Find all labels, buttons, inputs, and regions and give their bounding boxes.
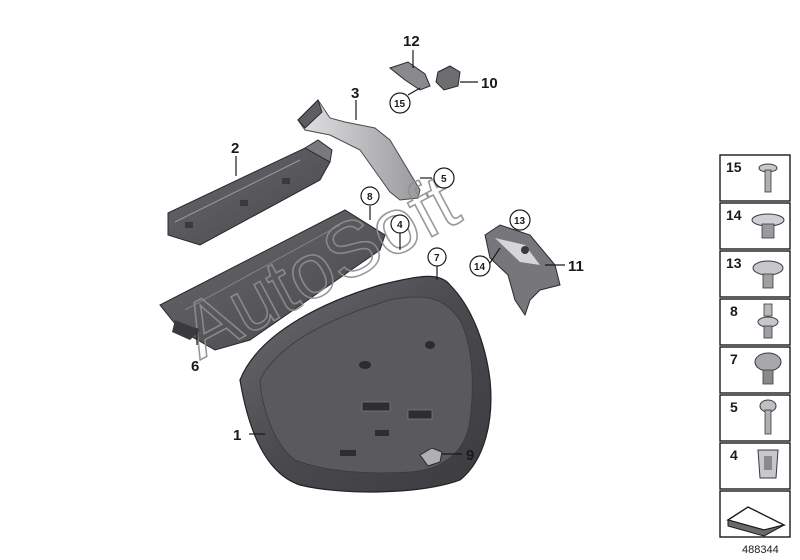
callout-11: 11 xyxy=(568,258,584,275)
callout-7: 7 xyxy=(434,253,440,264)
legend-num-15: 15 xyxy=(726,159,742,175)
screw-icon xyxy=(758,163,778,193)
part-11-side-trim xyxy=(484,224,561,317)
callout-5: 5 xyxy=(441,174,447,185)
nut-clip-icon xyxy=(757,449,779,479)
arrow-icon xyxy=(726,506,787,537)
callout-12: 12 xyxy=(403,33,420,50)
legend-num-8: 8 xyxy=(730,303,738,319)
callout-10: 10 xyxy=(481,75,498,92)
part-9-clip xyxy=(419,447,443,467)
callout-6: 6 xyxy=(191,358,199,375)
expansion-rivet-icon xyxy=(751,213,785,239)
bolt-icon xyxy=(759,399,777,435)
diagram-id: 488344 xyxy=(742,544,779,556)
callout-2: 2 xyxy=(231,140,239,157)
callout-1: 1 xyxy=(233,427,241,444)
legend-num-7: 7 xyxy=(730,351,738,367)
part-12-bracket xyxy=(388,61,431,91)
legend-num-5: 5 xyxy=(730,399,738,415)
callout-8: 8 xyxy=(367,192,373,203)
part-1-tailgate-trim xyxy=(239,275,492,493)
plug-clip-icon xyxy=(754,352,782,385)
legend-num-14: 14 xyxy=(726,207,742,223)
callout-14: 14 xyxy=(474,262,486,273)
stud-clip-icon xyxy=(757,303,779,339)
callouts: 1 2 3 6 9 10 11 12 4 5 7 8 13 14 15 xyxy=(191,33,584,464)
callout-3: 3 xyxy=(351,85,359,102)
callout-13: 13 xyxy=(514,216,526,227)
callout-15: 15 xyxy=(394,99,406,110)
fastener-legend: 15 14 13 8 7 5 xyxy=(719,154,791,538)
part-6-parcel-shelf xyxy=(159,209,386,351)
legend-num-13: 13 xyxy=(726,255,742,271)
callout-9: 9 xyxy=(466,447,474,464)
push-rivet-icon xyxy=(752,260,784,289)
part-3-pillar-trim xyxy=(297,99,421,201)
callout-4: 4 xyxy=(397,220,403,231)
legend-num-4: 4 xyxy=(730,447,738,463)
part-10-clip xyxy=(435,65,461,91)
part-2-upper-trim xyxy=(167,139,333,246)
